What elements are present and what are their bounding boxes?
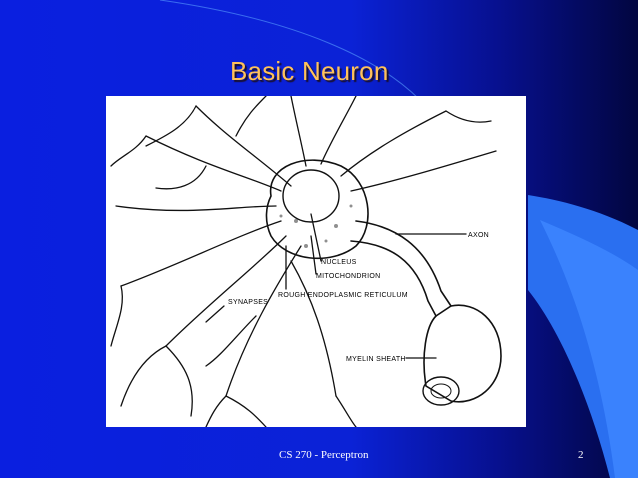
label-synapses: SYNAPSES [228, 299, 268, 306]
footer-text: CS 270 - Perceptron [279, 449, 369, 461]
label-rough-er: ROUGH ENDOPLASMIC RETICULUM [278, 292, 408, 299]
slide-title: Basic Neuron [230, 56, 389, 86]
decorative-wave-light [540, 220, 638, 478]
label-nucleus: NUCLEUS [321, 259, 357, 266]
page-number: 2 [578, 449, 584, 461]
decorative-arc [159, 0, 421, 101]
neuron-figure: AXON NUCLEUS MITOCHONDRION ROUGH ENDOPLA… [106, 96, 526, 427]
label-axon: AXON [468, 232, 489, 239]
neuron-illustration: AXON NUCLEUS MITOCHONDRION ROUGH ENDOPLA… [110, 96, 502, 427]
label-mitochondrion: MITOCHONDRION [316, 273, 380, 280]
label-myelin-sheath: MYELIN SHEATH [346, 356, 406, 363]
